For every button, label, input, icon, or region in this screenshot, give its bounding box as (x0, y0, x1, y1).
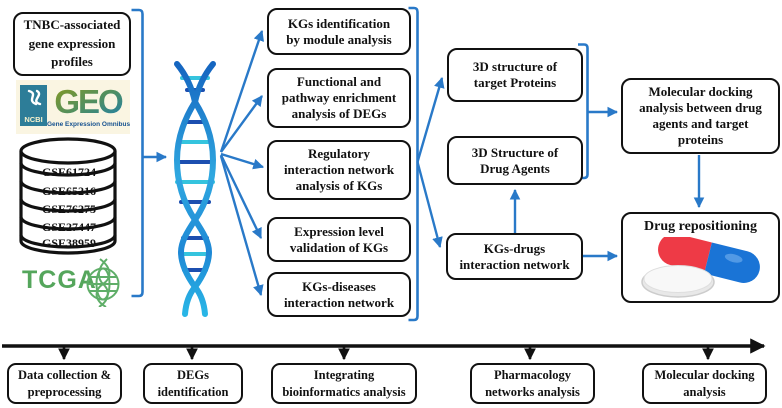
molecular-docking-label: Molecular docking analysis between drug … (639, 84, 762, 147)
target-proteins-label: 3D structure of target Proteins (472, 59, 558, 90)
stage-docking-box: Molecular docking analysis (642, 363, 767, 404)
stage-bioinformatics-box: Integrating bioinformatics analysis (271, 363, 417, 404)
stage-label: Pharmacology networks analysis (485, 368, 580, 399)
geo-wordmark: GEO (54, 83, 125, 120)
stage-label: Molecular docking analysis (654, 368, 755, 399)
arrows-analysis-to-pharma (416, 76, 445, 249)
geo-wordmark-text: GEO (54, 83, 123, 120)
stage-degs-box: DEGs identification (143, 363, 243, 404)
ncbi-dna-icon (27, 89, 42, 106)
stage-data-collection-box: Data collection & preprocessing (7, 363, 122, 404)
tnbc-profiles-label: TNBC-associated gene expression profiles (23, 16, 121, 70)
analysis-box-label: Functional and pathway enrichment analys… (281, 74, 397, 121)
drug-repositioning-box: Drug repositioning (621, 212, 780, 303)
analysis-box-label: Regulatory interaction network analysis … (283, 146, 395, 193)
analysis-box-diseases: KGs-diseases interaction network (267, 272, 411, 317)
stage-label: Integrating bioinformatics analysis (282, 368, 406, 399)
tcga-label: TCGA (22, 266, 97, 294)
dataset-label: GSE38959 (41, 236, 96, 250)
database-icon (19, 137, 117, 255)
dataset-label: GSE61724 (41, 165, 96, 179)
capsule-icon (658, 237, 760, 283)
molecular-docking-box: Molecular docking analysis between drug … (621, 78, 780, 154)
geo-logo: NCBI GEO Gene Expression Omnibus (16, 80, 130, 134)
dna-helix-icon (173, 61, 217, 317)
ncbi-logo: NCBI (20, 85, 47, 126)
drug-agents-box: 3D Structure of Drug Agents (447, 136, 583, 185)
pills-icon (641, 237, 760, 298)
ncbi-label: NCBI (24, 115, 43, 124)
timeline-stage-arrows (58, 347, 714, 361)
stage-label: Data collection & preprocessing (17, 368, 112, 399)
analysis-box-label: KGs-diseases interaction network (283, 278, 395, 310)
target-proteins-box: 3D structure of target Proteins (447, 48, 583, 102)
tnbc-profiles-box: TNBC-associated gene expression profiles (13, 12, 131, 76)
analysis-box-label: KGs identification by module analysis (286, 15, 392, 47)
dataset-label: GSE27447 (41, 220, 96, 234)
tcga-globe-icon (86, 258, 120, 307)
arrows-dna-to-analysis (219, 29, 265, 297)
analysis-box-regulatory: Regulatory interaction network analysis … (267, 140, 411, 200)
dataset-label: GSE76275 (41, 202, 96, 216)
stage-pharmacology-box: Pharmacology networks analysis (470, 363, 595, 404)
stage-label: DEGs identification (157, 368, 229, 399)
dataset-label: GSE65216 (41, 184, 96, 198)
drug-repositioning-label: Drug repositioning (644, 219, 757, 234)
analysis-box-validation: Expression level validation of KGs (267, 217, 411, 262)
drug-agents-label: 3D Structure of Drug Agents (471, 144, 559, 176)
kgs-drugs-box: KGs-drugs interaction network (446, 233, 583, 280)
left-bracket (131, 8, 144, 298)
analysis-box-enrichment: Functional and pathway enrichment analys… (267, 68, 411, 128)
analysis-box-label: Expression level validation of KGs (289, 223, 389, 255)
kgs-drugs-label: KGs-drugs interaction network (459, 240, 570, 272)
tablet-icon (641, 265, 715, 298)
geo-subtitle: Gene Expression Omnibus (47, 121, 131, 128)
analysis-box-module: KGs identification by module analysis (267, 8, 411, 55)
